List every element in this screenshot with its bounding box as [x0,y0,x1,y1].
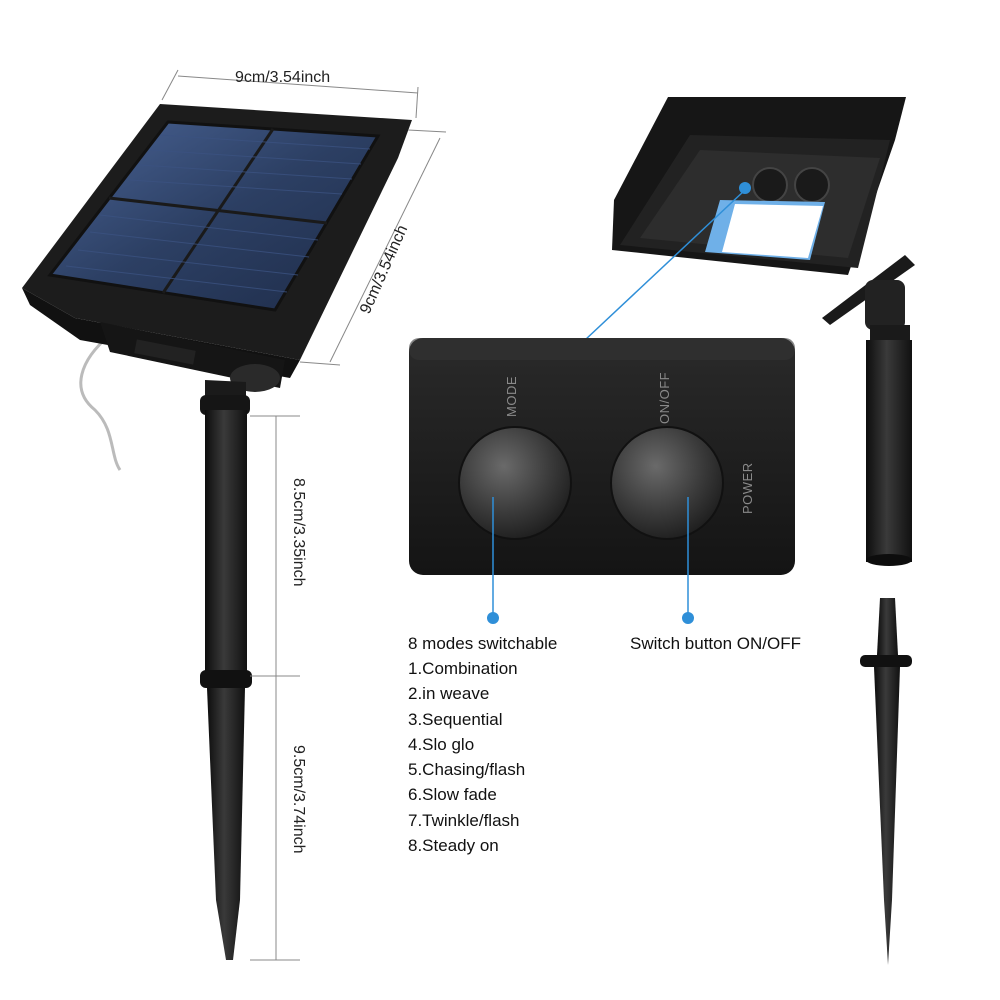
stake-upper-label: 8.5cm/3.35inch [290,478,307,587]
callout-dot-back [739,182,751,194]
mode-item: 7.Twinkle/flash [408,810,520,830]
stake-lower-label: 9.5cm/3.74inch [290,745,307,854]
mode-button[interactable] [458,426,572,540]
modes-title: 8 modes switchable [408,634,558,653]
modes-list: 1.Combination 2.in weave 3.Sequential 4.… [408,656,525,858]
callout-dot-mode [487,612,499,624]
switch-callout: Switch button ON/OFF [630,634,801,653]
dimension-lines [161,69,447,961]
mode-item: 3.Sequential [408,709,503,729]
stake-bottom-part [860,598,912,965]
panel-back-view [612,97,906,275]
callout-dot-switch [682,612,694,624]
power-button[interactable] [610,426,724,540]
callout-line-back [584,189,746,341]
panel-width-label: 9cm/3.54inch [235,69,331,86]
onoff-label: ON/OFF [657,371,672,424]
mode-item: 4.Slo glo [408,734,475,754]
stake-top-part [822,255,915,566]
mode-item: 2.in weave [408,684,490,704]
mode-item: 1.Combination [408,659,518,678]
mode-label: MODE [504,376,519,417]
panel-stake [200,380,252,960]
solar-panel [22,104,412,471]
power-label: POWER [740,462,755,514]
mode-item: 8.Steady on [408,836,499,856]
mode-item: 5.Chasing/flash [408,760,526,780]
mode-item: 6.Slow fade [408,785,497,805]
